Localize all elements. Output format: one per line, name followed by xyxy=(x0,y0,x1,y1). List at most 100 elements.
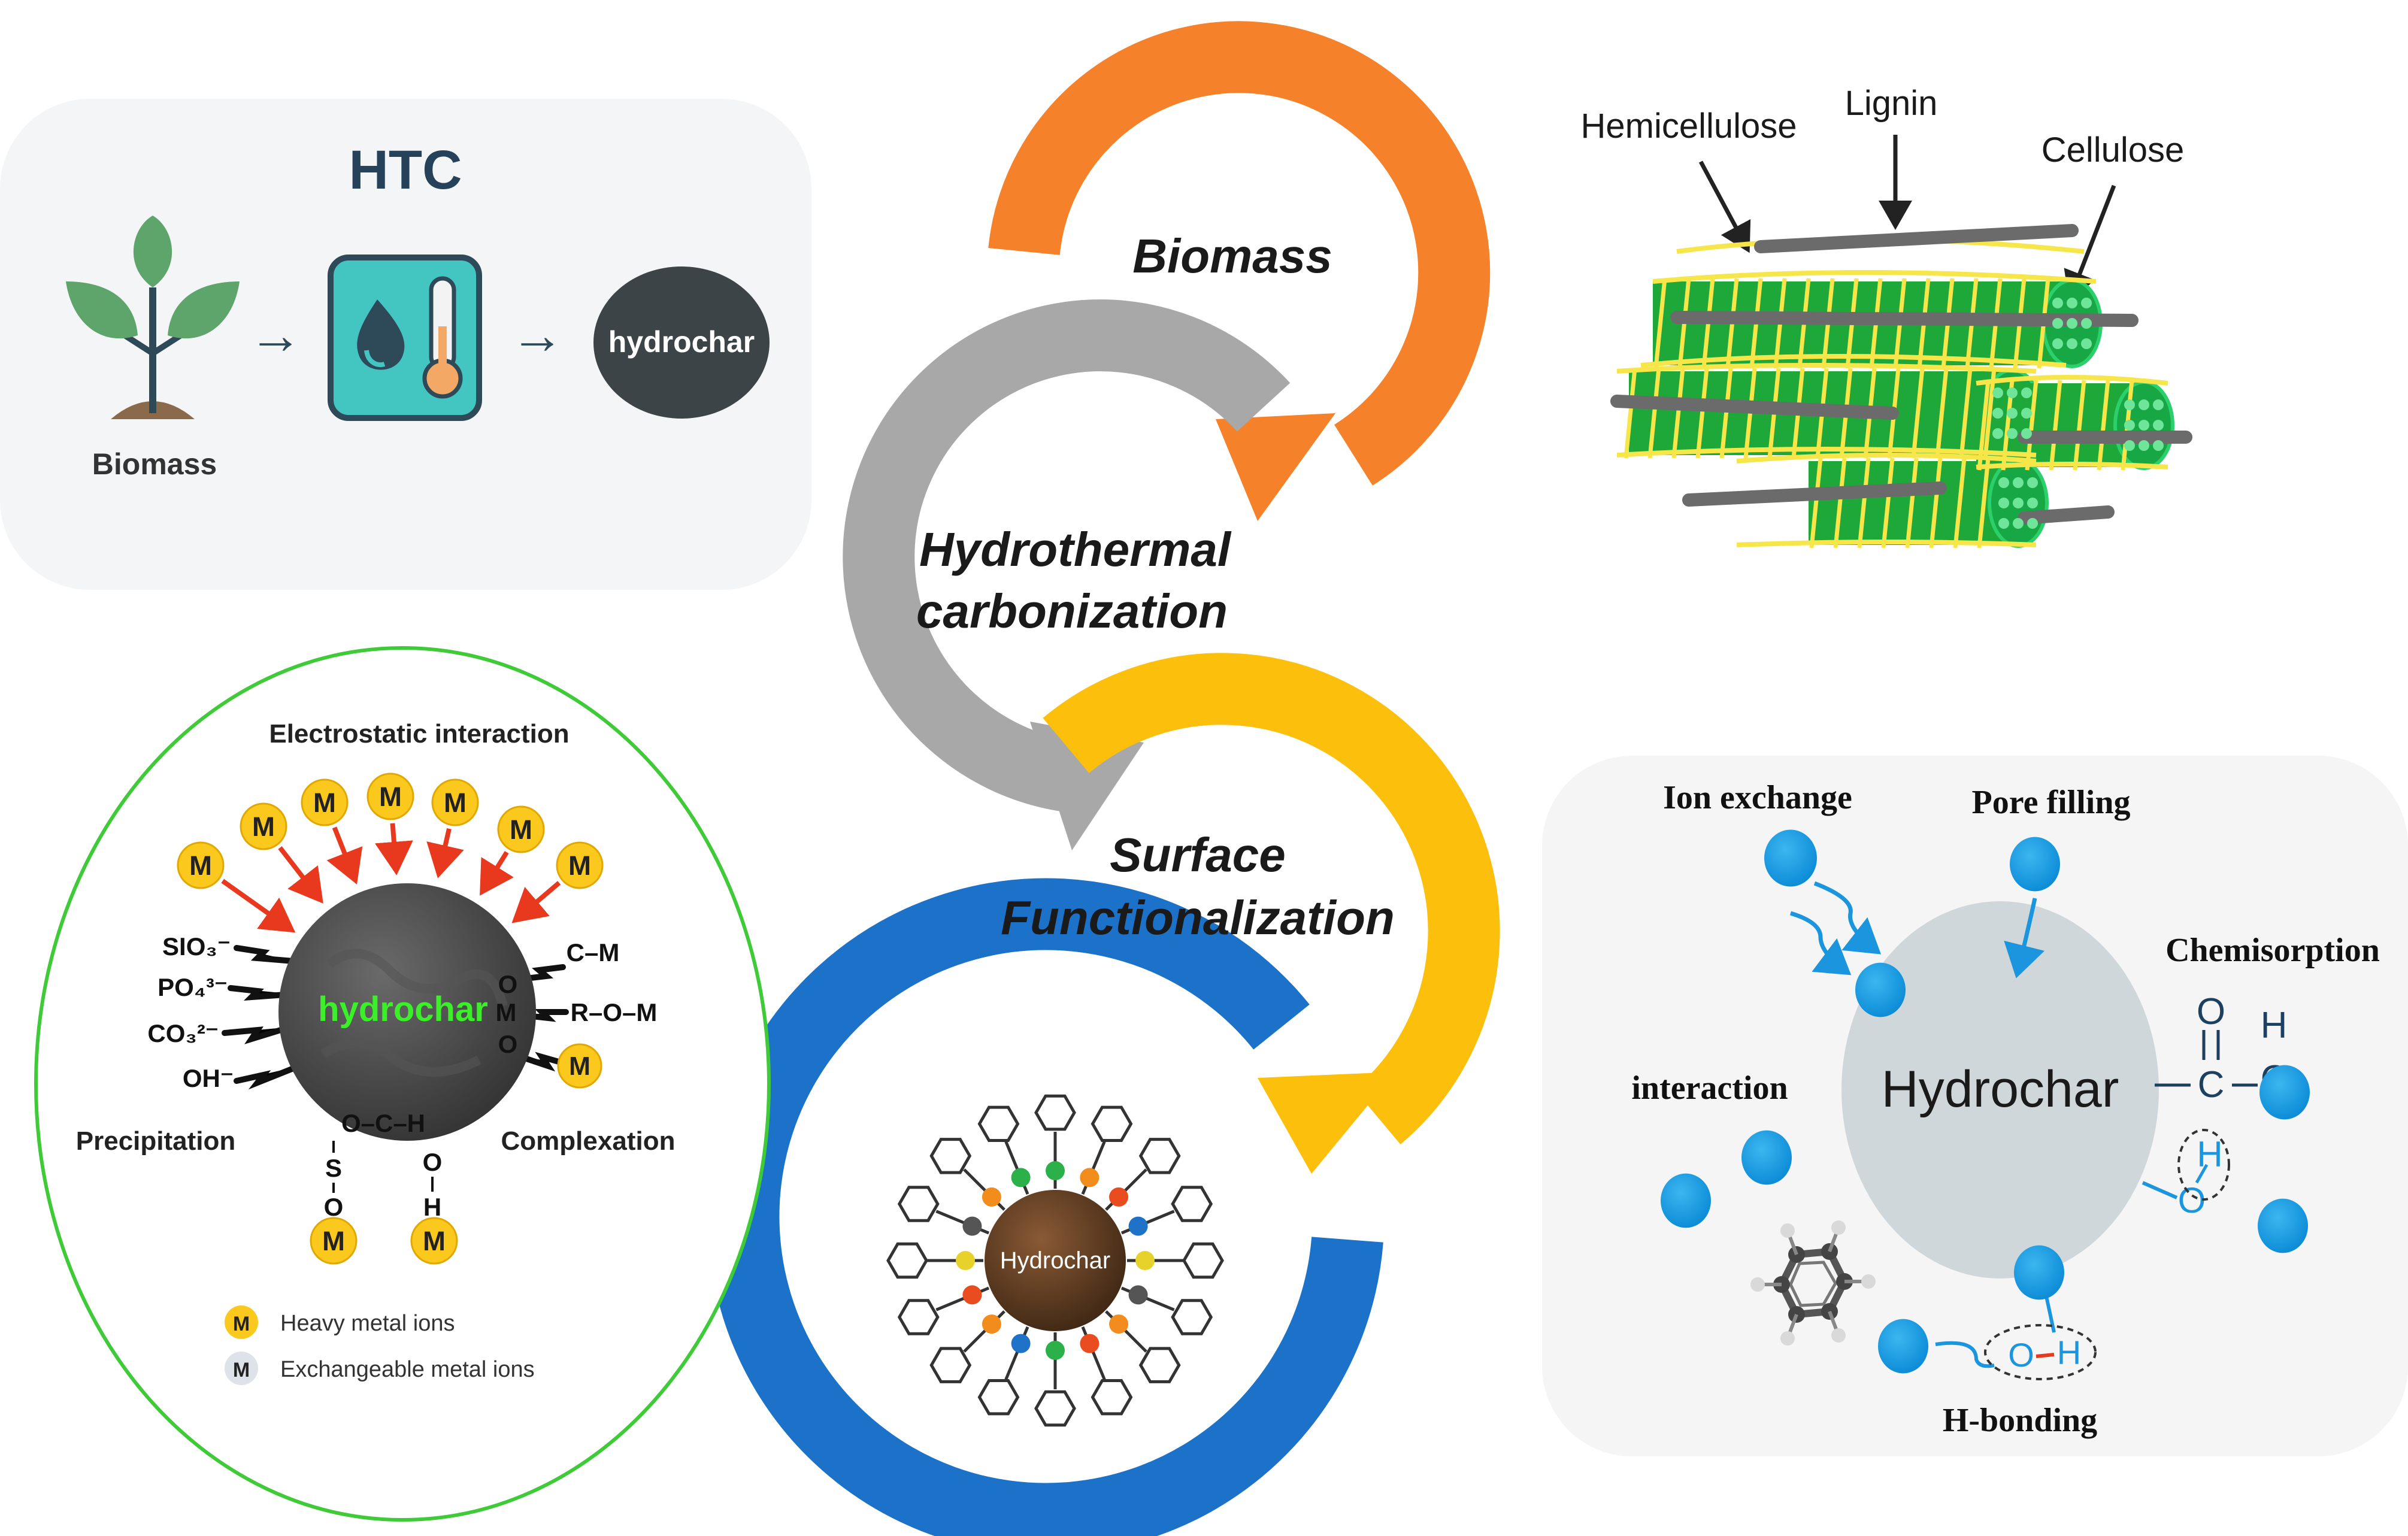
group-r-o-m: R–O–M xyxy=(571,998,658,1026)
functional-group-ring xyxy=(977,1379,1020,1416)
adsorbate-ion xyxy=(1764,829,1817,887)
metal-symbol: M xyxy=(189,850,212,881)
functional-group-ring xyxy=(1171,1186,1213,1222)
group-right-m: M xyxy=(496,998,517,1026)
reactor-icon xyxy=(328,255,482,421)
functional-group-atom xyxy=(982,1314,1001,1334)
electrostatic-interaction-title: Electrostatic interaction xyxy=(269,719,569,749)
label-lignin: Lignin xyxy=(1845,84,1938,123)
chem-h: H xyxy=(2261,1005,2288,1046)
functional-group-ring xyxy=(886,1242,928,1279)
group-co3: CO₃²⁻ xyxy=(147,1019,219,1047)
lignocellulose-illustration: Hemicellulose Lignin Cellulose xyxy=(1580,84,2192,549)
functional-group-ring xyxy=(1091,1105,1133,1142)
adsorbate-ion xyxy=(2258,1198,2308,1253)
metal-symbol: M xyxy=(444,787,467,818)
functional-group-atom xyxy=(962,1216,982,1236)
adsorbate-ions xyxy=(1661,829,2310,1374)
legend-exchangeable-symbol: M xyxy=(233,1359,250,1382)
surface-oh-o: O xyxy=(2178,1180,2206,1220)
functional-group-atom xyxy=(1046,1161,1065,1180)
surface-oh-h: H xyxy=(2197,1134,2222,1174)
functional-group-atom xyxy=(962,1285,982,1305)
adsorbate-ion xyxy=(2259,1065,2310,1120)
cycle-arc-htc xyxy=(843,299,1291,814)
htc-panel: HTC Biomass → → hydrochar xyxy=(0,99,811,590)
functional-group-ring xyxy=(929,1138,972,1174)
cycle-arc-biomass xyxy=(988,21,1491,486)
adsorbate-ion xyxy=(2010,837,2060,892)
functional-group-ring xyxy=(1138,1138,1181,1174)
electrostatic-arrow xyxy=(326,826,363,884)
hydrochar-icon: hydrochar xyxy=(593,266,770,419)
electrostatic-arrows xyxy=(221,823,561,933)
mech-chemisorption: Chemisorption xyxy=(2165,932,2380,969)
functional-group-atom xyxy=(1080,1168,1099,1187)
functional-group-atom xyxy=(1109,1187,1129,1207)
cycle-diagram: Biomass Hydrothermal carbonization Surfa… xyxy=(707,21,1500,1536)
functional-group-atom xyxy=(1011,1168,1031,1187)
functionalized-hydrochar: Hydrochar xyxy=(886,1094,1224,1427)
metal-symbol: M xyxy=(423,1226,446,1256)
group-oh: OH⁻ xyxy=(183,1064,234,1092)
electrostatic-arrow xyxy=(221,878,296,933)
adsorbate-ion xyxy=(1741,1130,1792,1185)
pointer-hemicellulose xyxy=(1698,160,1751,253)
functional-group-atom xyxy=(1128,1285,1148,1305)
group-right-o1: O xyxy=(498,970,518,998)
functional-group-atom xyxy=(1128,1216,1148,1236)
functional-group-ring xyxy=(977,1105,1020,1142)
metal-symbol: M xyxy=(569,1052,590,1081)
metal-symbol: M xyxy=(510,814,532,845)
hydrochar-sphere: hydrochar xyxy=(278,883,536,1141)
functional-group-ring xyxy=(1091,1379,1133,1416)
mechanism-hydrochar xyxy=(1841,901,2159,1279)
label-hemicellulose: Hemicellulose xyxy=(1580,107,1797,146)
adsorbate-ion xyxy=(1855,962,1906,1017)
functional-group-ring xyxy=(897,1186,940,1222)
group-po4: PO₄³⁻ xyxy=(157,973,228,1001)
group-right-o2: O xyxy=(498,1030,518,1058)
functional-group-atom xyxy=(1135,1251,1155,1270)
benzene-molecule-icon xyxy=(1750,1220,1876,1346)
complexation-label: Complexation xyxy=(501,1126,676,1156)
electrostatic-arrow xyxy=(511,881,561,923)
group-sio3: SIO₃⁻ xyxy=(162,932,231,961)
legend-heavy-metal-symbol: M xyxy=(233,1313,250,1335)
cycle-arc-hydrochar xyxy=(707,878,1383,1536)
mechanism-hydrochar-label: Hydrochar xyxy=(1882,1061,2119,1118)
functional-group-ring xyxy=(1034,1094,1076,1131)
htc-title: HTC xyxy=(349,140,462,201)
heavy-metal-ion: M xyxy=(497,805,545,853)
heavy-metal-ion: M xyxy=(177,841,225,889)
heavy-metal-ion: M xyxy=(301,778,349,826)
electrostatic-arrow xyxy=(278,846,323,904)
cycle-step-surface-line2: Functionalization xyxy=(1001,891,1395,944)
group-bottom-o1: O xyxy=(324,1193,344,1221)
functional-group-atom xyxy=(1109,1314,1129,1334)
legend-heavy-metal-text: Heavy metal ions xyxy=(280,1311,455,1336)
group-bottom-o2: O xyxy=(423,1148,443,1176)
metal-hydrochar-label: hydrochar xyxy=(318,990,488,1029)
heavy-metal-ion: M xyxy=(366,772,414,820)
functional-group-ring xyxy=(1138,1347,1181,1383)
functional-group-ring xyxy=(1171,1299,1213,1335)
label-cellulose: Cellulose xyxy=(2042,131,2185,169)
metal-symbol: M xyxy=(379,781,402,812)
functional-group-ring xyxy=(929,1347,972,1383)
bound-metal-ion: M xyxy=(557,1043,602,1089)
cycle-arc-surface xyxy=(1043,653,1500,1144)
htc-arrow-1: → xyxy=(249,305,302,365)
htc-biomass-label: Biomass xyxy=(92,447,217,481)
cycle-arrowhead-yellow xyxy=(1258,1072,1395,1174)
precipitation-label: Precipitation xyxy=(76,1126,236,1156)
legend-exchangeable-text: Exchangeable metal ions xyxy=(280,1357,535,1382)
group-bottom-o-c-h: O–C–H xyxy=(341,1109,425,1137)
mech-pore-filling: Pore filling xyxy=(1972,784,2131,821)
chem-o: O xyxy=(2197,991,2225,1032)
functional-group-atom xyxy=(982,1187,1001,1207)
